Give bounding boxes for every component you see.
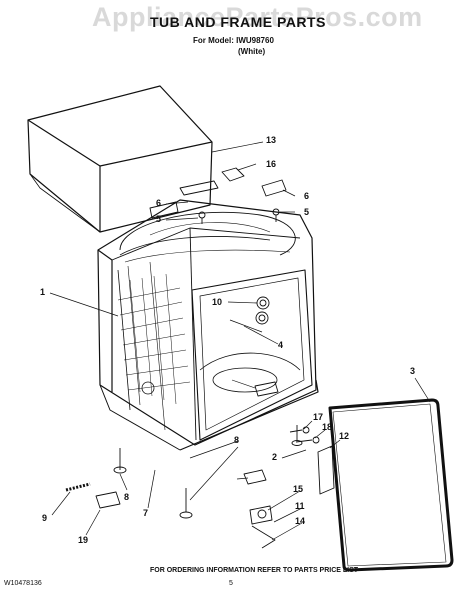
insulation-blanket <box>27 85 213 233</box>
callout-5-right: 5 <box>304 207 310 217</box>
vent-baffle <box>221 167 245 182</box>
callout-6-right: 6 <box>304 191 310 201</box>
callout-2: 2 <box>272 452 278 462</box>
callout-4: 4 <box>278 340 284 350</box>
page-number: 5 <box>229 580 233 587</box>
part-number: W10478136 <box>4 580 42 587</box>
door-gasket <box>328 398 454 572</box>
tub-frame <box>97 199 319 451</box>
callout-16: 16 <box>266 159 277 169</box>
callout-10: 10 <box>212 297 223 307</box>
callout-12: 12 <box>339 431 350 441</box>
callout-15: 15 <box>293 484 304 494</box>
callout-11: 11 <box>295 501 305 511</box>
callout-19: 19 <box>78 535 89 545</box>
callout-7: 7 <box>143 508 149 518</box>
callout-8-left: 8 <box>124 492 130 502</box>
callout-3: 3 <box>410 366 416 376</box>
callout-17: 17 <box>313 412 324 422</box>
callout-8-right: 8 <box>234 435 240 445</box>
callout-9: 9 <box>42 513 48 523</box>
callout-5-left: 5 <box>156 214 162 224</box>
callout-14: 14 <box>295 516 306 526</box>
watermark: AppliancePartsPros.com <box>92 2 423 32</box>
leader-lines <box>49 141 431 541</box>
color-line: (White) <box>238 47 266 56</box>
diagram-title: TUB AND FRAME PARTS <box>150 14 326 30</box>
callout-18: 18 <box>322 422 333 432</box>
callout-13: 13 <box>266 135 277 145</box>
ordering-note: FOR ORDERING INFORMATION REFER TO PARTS … <box>150 567 359 574</box>
model-line: For Model: IWU98760 <box>193 36 274 45</box>
callout-6-left: 6 <box>156 198 162 208</box>
callout-1: 1 <box>40 287 46 297</box>
